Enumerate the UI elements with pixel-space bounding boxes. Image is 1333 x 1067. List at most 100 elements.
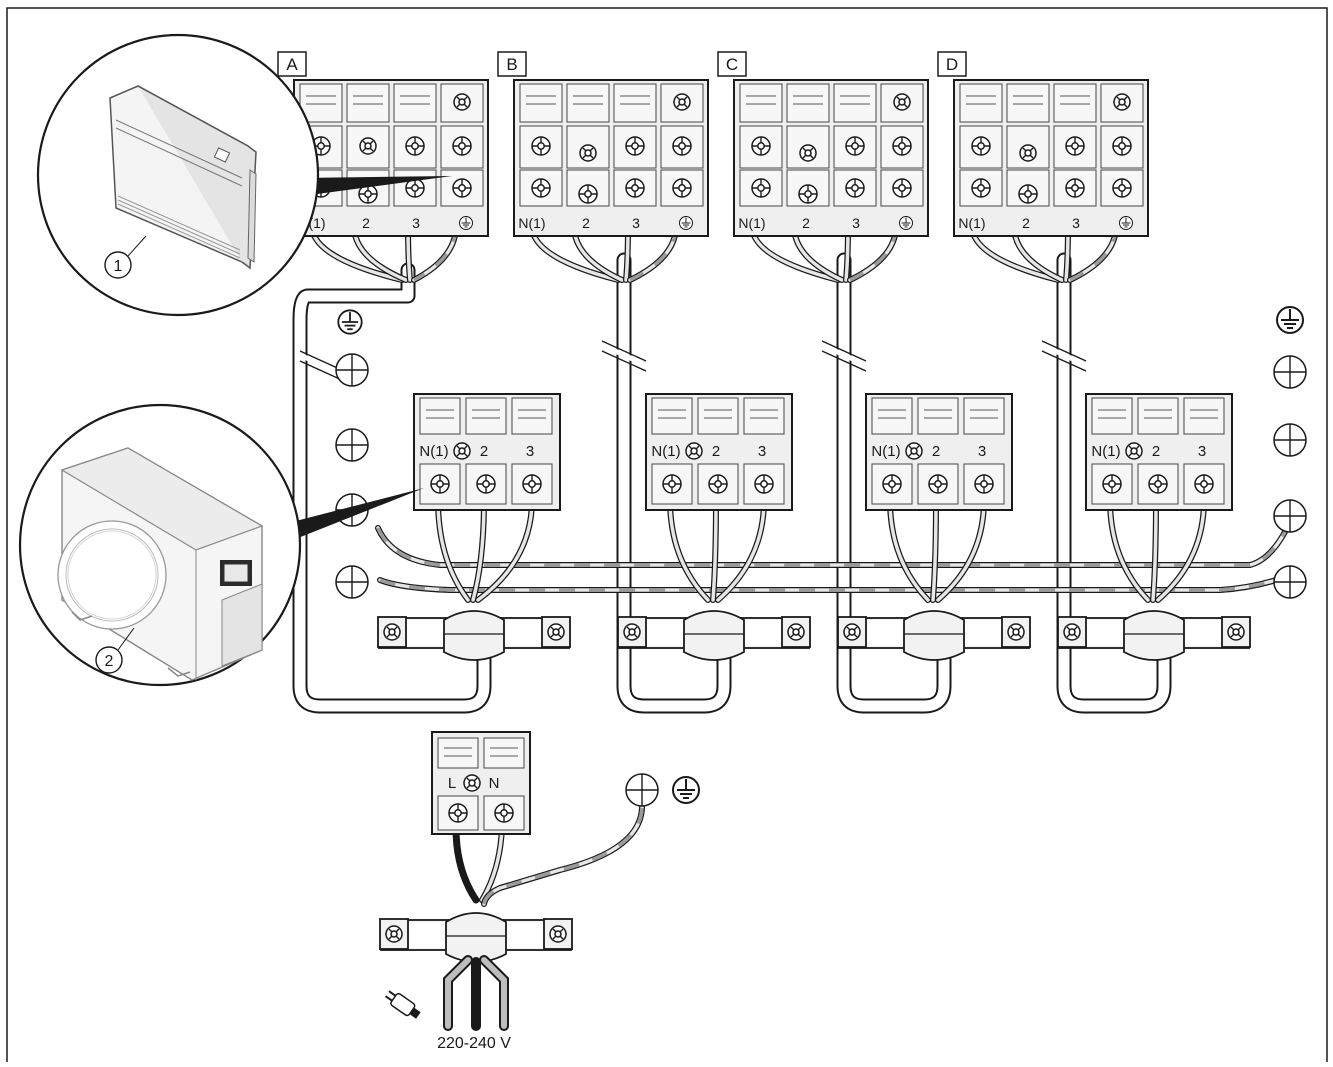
cable-break-mark xyxy=(1040,340,1088,372)
power-terminal-label-l: L xyxy=(448,775,456,792)
terminal-label: 3 xyxy=(632,215,640,231)
neutral-wire xyxy=(479,825,505,903)
terminal-screw-icon xyxy=(882,474,902,494)
earth-symbol-icon xyxy=(1119,216,1133,230)
indoor-unit-callout: 1 xyxy=(36,33,452,317)
power-plug-icon xyxy=(384,990,421,1019)
terminal-screw-icon xyxy=(754,474,774,494)
terminal-label: N(1) xyxy=(419,443,448,460)
power-supply-wiring xyxy=(443,773,700,1031)
earth-symbol-icon xyxy=(337,309,363,335)
clamp-screw-icon xyxy=(547,623,565,641)
cable-clamp xyxy=(377,610,571,661)
cross-screw-icon xyxy=(1273,565,1307,599)
interconnect-cable-a xyxy=(292,262,492,714)
cross-screw-icon xyxy=(625,773,659,807)
earth-symbol-icon xyxy=(899,216,913,230)
terminal-label: 3 xyxy=(1072,215,1080,231)
fixing-screw-icon xyxy=(359,137,377,155)
terminal-label: 3 xyxy=(412,215,420,231)
clamp-screw-icon xyxy=(1227,623,1245,641)
callout-number-2: 2 xyxy=(105,653,114,670)
terminal-screw-icon xyxy=(845,178,865,198)
terminal-screw-icon xyxy=(892,136,912,156)
outdoor-conductor-wire xyxy=(475,497,535,603)
fixing-screw-icon xyxy=(1019,144,1037,162)
terminal-screw-icon xyxy=(452,136,472,156)
clamp-screw-icon xyxy=(787,623,805,641)
terminal-label: N(1) xyxy=(871,443,900,460)
terminal-screw-icon xyxy=(448,803,468,823)
interconnect-cable-c xyxy=(836,252,952,714)
callout-number-1: 1 xyxy=(114,258,123,275)
terminal-label: N(1) xyxy=(651,443,680,460)
cross-screw-icon xyxy=(335,428,369,462)
interconnect-cable-b xyxy=(616,252,732,714)
unit-label-d: D xyxy=(937,51,967,77)
fixing-screw-icon xyxy=(1113,93,1131,111)
clamp-screw-icon xyxy=(623,623,641,641)
power-supply-block: L N xyxy=(431,731,531,835)
unit-label-c: C xyxy=(717,51,747,77)
earth-symbol-icon xyxy=(459,216,473,230)
cross-screw-icon xyxy=(335,565,369,599)
fixing-screw-icon xyxy=(453,93,471,111)
fixing-screw-icon xyxy=(673,93,691,111)
terminal-screw-icon xyxy=(672,136,692,156)
fixing-screw-icon xyxy=(1125,442,1143,460)
earth-bus-wire-upper xyxy=(375,525,1289,568)
terminal-screw-icon xyxy=(625,178,645,198)
terminal-screw-icon xyxy=(522,474,542,494)
terminal-label: 3 xyxy=(852,215,860,231)
cable-clamp xyxy=(617,610,811,661)
terminal-label: 2 xyxy=(362,215,370,231)
fixing-screw-icon xyxy=(579,144,597,162)
terminal-label: 2 xyxy=(582,215,590,231)
unit-letter: B xyxy=(506,55,517,74)
fixing-screw-icon xyxy=(893,93,911,111)
outdoor-conductor-wire xyxy=(887,497,931,603)
indoor-unit-illustration xyxy=(109,85,257,270)
outdoor-conductor-wire xyxy=(710,497,719,603)
outdoor-conductor-wire xyxy=(470,497,487,603)
terminal-label: 2 xyxy=(802,215,810,231)
fixing-screw-icon xyxy=(799,144,817,162)
power-terminal-label-n: N xyxy=(489,775,500,792)
outdoor-conductor-wire xyxy=(1155,497,1207,603)
terminal-screw-icon xyxy=(974,474,994,494)
fixing-screw-icon xyxy=(463,774,481,792)
terminal-label: N(1) xyxy=(958,215,985,231)
cross-screw-icon xyxy=(1273,355,1307,389)
earth-bus-wire-lower xyxy=(377,577,1279,593)
terminal-screw-icon xyxy=(1112,136,1132,156)
outdoor-conductor-wire xyxy=(715,497,767,603)
terminal-label: 2 xyxy=(480,443,488,460)
terminal-screw-icon xyxy=(928,474,948,494)
terminal-screw-icon xyxy=(845,136,865,156)
terminal-screw-icon xyxy=(672,178,692,198)
outdoor-conductor-wire xyxy=(930,497,939,603)
clamp-screw-icon xyxy=(1007,623,1025,641)
outdoor-unit-illustration xyxy=(57,447,264,681)
terminal-screw-icon xyxy=(1065,178,1085,198)
cross-screw-icon xyxy=(1273,423,1307,457)
fixing-screw-icon xyxy=(453,442,471,460)
earth-symbol-icon xyxy=(672,776,700,804)
diagram-frame xyxy=(6,7,1328,1067)
cross-screw-icon xyxy=(1273,499,1307,533)
terminal-screw-icon xyxy=(1018,184,1038,204)
outdoor-conductor-wire xyxy=(1107,497,1151,603)
cable-break-mark xyxy=(820,340,868,372)
terminal-screw-icon xyxy=(452,178,472,198)
earth-symbol-icon xyxy=(1276,306,1304,334)
cross-screw-icon xyxy=(335,353,369,387)
terminal-label: N(1) xyxy=(518,215,545,231)
outdoor-conductor-wire xyxy=(1150,497,1159,603)
